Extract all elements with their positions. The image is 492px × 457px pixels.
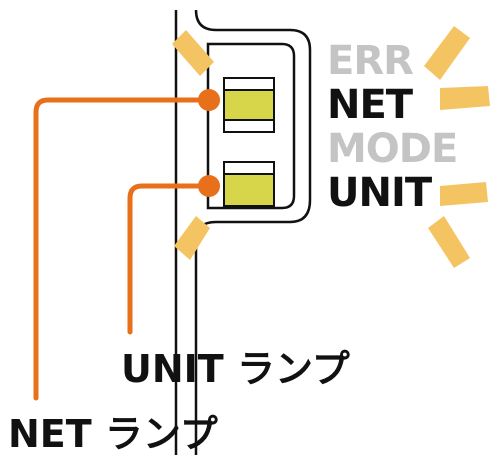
glow-ray-bottom-left <box>174 216 210 260</box>
status-label-err: ERR <box>327 38 413 84</box>
status-label-net: NET <box>327 82 414 128</box>
unit-lamp <box>223 161 275 207</box>
unit-lamp-callout-label: UNIT ランプ <box>121 347 350 391</box>
status-label-mode: MODE <box>327 126 457 172</box>
net-lamp-callout-label: NET ランプ <box>8 412 218 456</box>
glow-rays <box>172 26 490 268</box>
unit-lamp-light <box>223 173 275 207</box>
glow-ray-mid-right-lower <box>440 182 488 206</box>
net-lamp-base <box>223 119 275 133</box>
glow-ray-mid-right-upper <box>440 86 490 110</box>
glow-ray-bottom-right <box>428 216 470 268</box>
net-lamp-light <box>223 89 275 121</box>
unit-lamp-bezel <box>223 161 275 175</box>
net-lamp-bezel <box>223 77 275 91</box>
leader-lines <box>33 97 212 401</box>
glow-ray-top-right <box>424 26 470 80</box>
glow-ray-top-left <box>172 30 214 76</box>
net-lamp-leader-line <box>33 97 212 401</box>
housing-inner-recess <box>206 42 296 210</box>
status-labels: ERR NET MODE UNIT <box>327 38 458 216</box>
unit-lamp-leader-dot <box>198 175 220 197</box>
net-lamp-leader-dot <box>198 89 220 111</box>
status-label-unit: UNIT <box>327 170 433 216</box>
unit-lamp-leader-line <box>127 183 212 335</box>
net-lamp <box>223 77 275 133</box>
